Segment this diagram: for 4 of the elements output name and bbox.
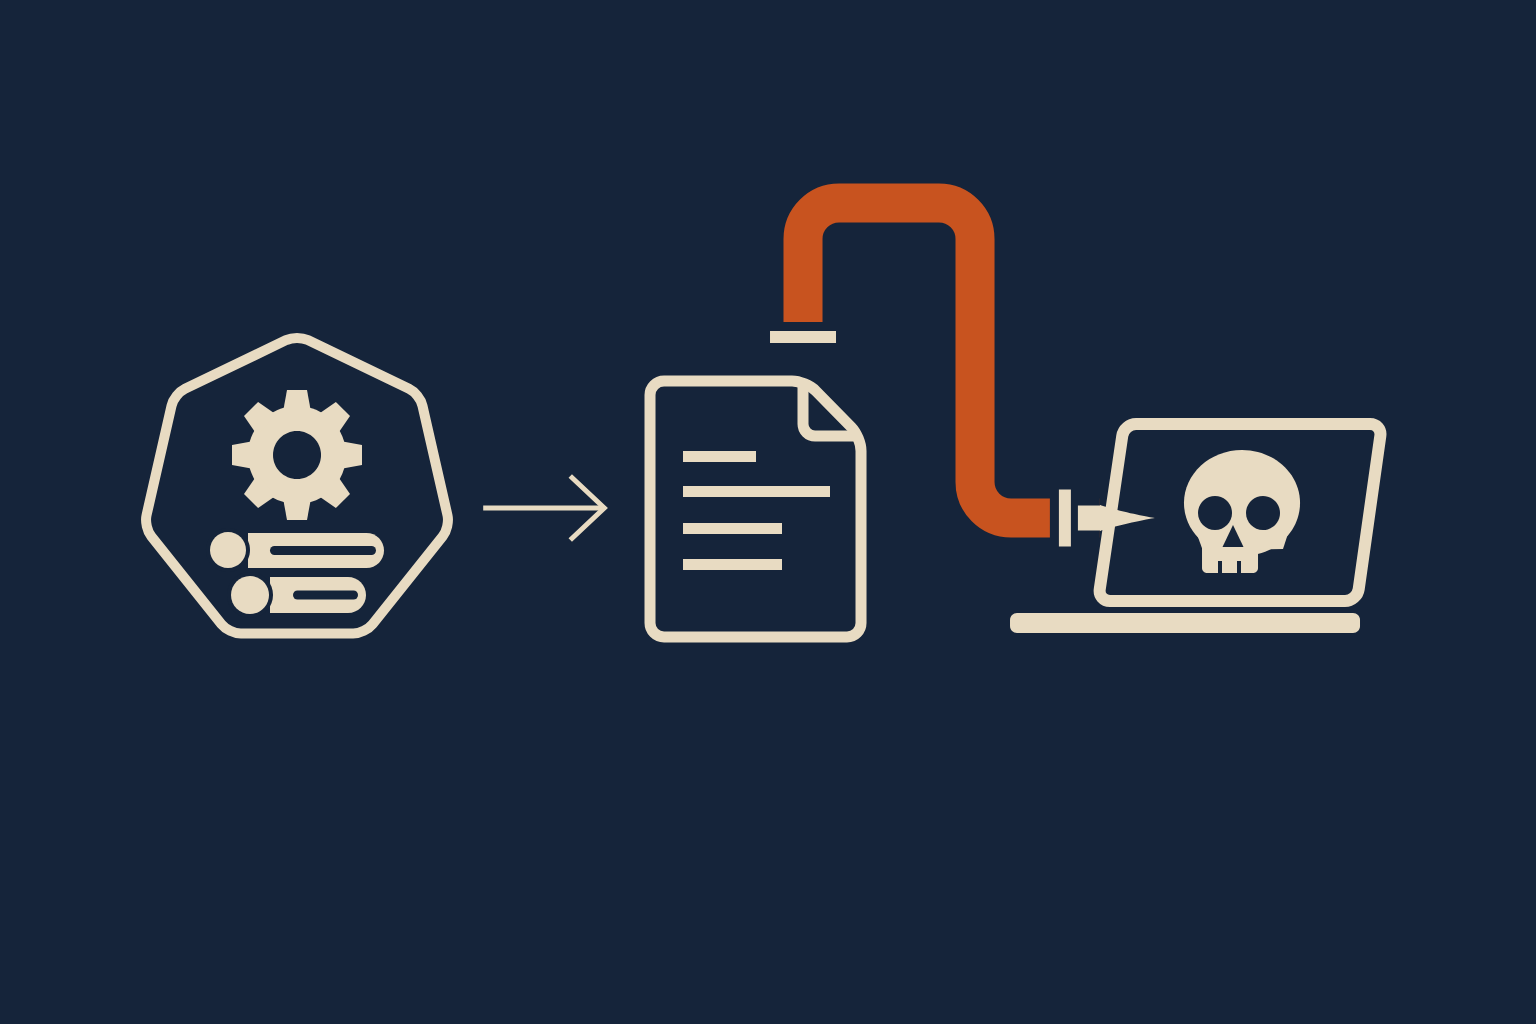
laptop-skull-icon — [1010, 418, 1387, 633]
heptagon-gear-icon — [141, 332, 453, 639]
document-icon — [644, 375, 867, 643]
pipe — [770, 183, 1155, 547]
